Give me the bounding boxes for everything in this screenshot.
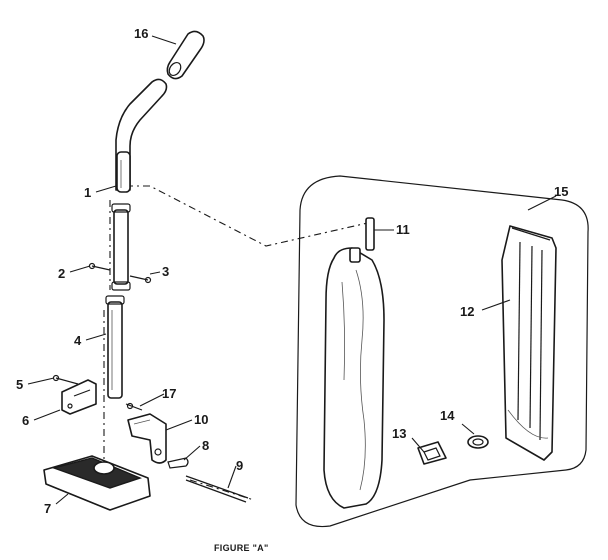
rod-9 <box>185 475 249 503</box>
screw-17 <box>125 402 143 411</box>
callout-8: 8 <box>202 438 209 453</box>
lower-tube <box>105 295 125 399</box>
callout-6: 6 <box>22 413 29 428</box>
collar-13 <box>417 441 447 465</box>
middle-tube <box>111 203 131 291</box>
callout-11: 11 <box>396 222 410 237</box>
disposable-bag <box>323 247 385 509</box>
callout-13: 13 <box>392 426 406 441</box>
screw-5 <box>52 374 79 385</box>
bracket-6 <box>61 379 97 415</box>
callout-5: 5 <box>16 377 23 392</box>
pedal-bracket <box>127 413 167 464</box>
nozzle-base <box>43 455 151 511</box>
screw-3 <box>129 275 152 284</box>
callout-14: 14 <box>440 408 455 423</box>
callout-4: 4 <box>74 333 82 348</box>
callout-15: 15 <box>554 184 568 199</box>
callout-17: 17 <box>162 386 176 401</box>
callout-1: 1 <box>84 185 91 200</box>
assembly-line-handle <box>126 185 373 247</box>
callout-9: 9 <box>236 458 243 473</box>
bag-tube-11 <box>365 217 375 251</box>
figure-caption: FIGURE "A" <box>214 543 269 553</box>
callout-7: 7 <box>44 501 51 516</box>
upper-handle <box>116 151 131 193</box>
outer-bag-frame <box>501 225 557 461</box>
callout-16: 16 <box>134 26 148 41</box>
hand-grip <box>166 30 205 80</box>
bag-enclosure-outline <box>295 175 589 528</box>
assembly-line-shaft <box>103 200 111 460</box>
callout-12: 12 <box>460 304 474 319</box>
callout-2: 2 <box>58 266 65 281</box>
screw-2 <box>88 262 111 271</box>
grommet-14 <box>467 435 489 449</box>
callout-10: 10 <box>194 412 208 427</box>
leader-lines <box>27 35 557 505</box>
callout-3: 3 <box>162 264 169 279</box>
